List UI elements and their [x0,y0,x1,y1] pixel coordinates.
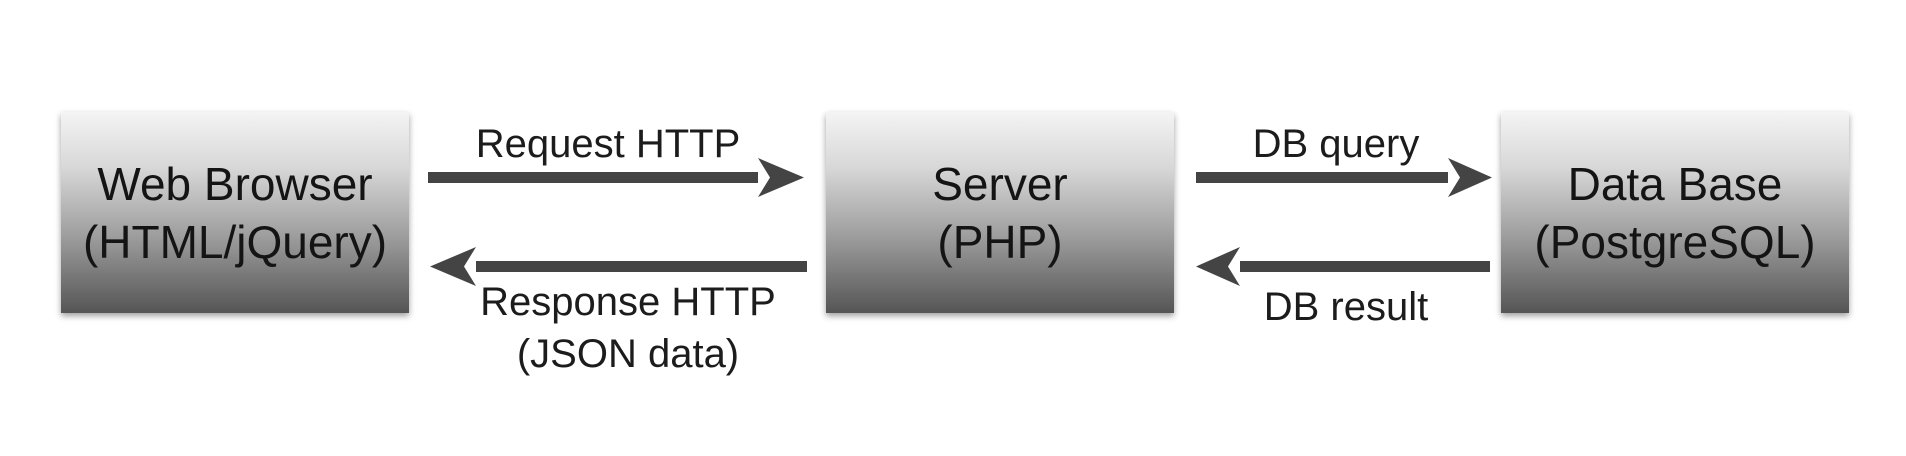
database-title: Data Base [1567,157,1783,210]
server-subtitle: (PHP) [937,215,1063,268]
web-browser-subtitle: (HTML/jQuery) [82,215,388,268]
server-node: Server (PHP) [826,112,1174,313]
database-node: Data Base (PostgreSQL) [1501,112,1849,313]
response-sublabel: (JSON data) [516,332,740,376]
db-result-label: DB result [1263,285,1429,329]
response-arrow [430,247,807,286]
db-query-label: DB query [1252,122,1420,166]
request-label: Request HTTP [475,122,741,166]
db-query-arrow [1196,158,1492,197]
web-browser-node: Web Browser (HTML/jQuery) [61,112,409,313]
db-result-arrow [1196,247,1490,286]
server-title: Server [932,157,1068,210]
database-subtitle: (PostgreSQL) [1534,215,1816,268]
response-label: Response HTTP [480,280,776,324]
request-arrow [428,158,804,197]
web-browser-title: Web Browser [97,157,373,210]
